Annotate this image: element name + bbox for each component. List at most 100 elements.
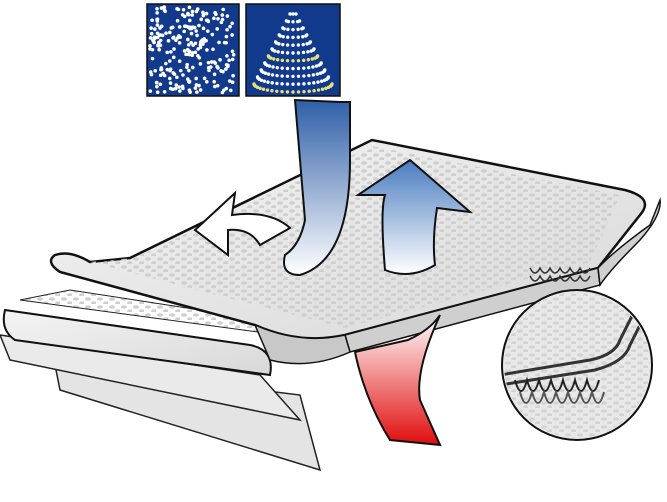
dot — [296, 27, 300, 32]
dot — [149, 31, 154, 36]
dot — [153, 68, 158, 73]
dot — [178, 89, 182, 93]
dot — [174, 83, 179, 87]
dot — [301, 50, 306, 55]
dot — [285, 43, 290, 47]
dot — [160, 33, 165, 38]
dot — [180, 12, 185, 17]
dot — [190, 13, 195, 17]
dot — [275, 73, 279, 78]
dot — [149, 72, 154, 77]
dot — [181, 73, 185, 77]
dot — [285, 58, 290, 63]
dot — [195, 33, 199, 38]
dot — [218, 58, 222, 62]
dot — [300, 27, 304, 31]
dot — [175, 75, 179, 80]
dot — [312, 89, 316, 93]
dot — [285, 51, 290, 55]
dot — [204, 11, 209, 16]
dot — [324, 86, 328, 91]
dot — [320, 87, 325, 91]
dot — [157, 47, 162, 52]
dot — [291, 51, 295, 55]
dot — [209, 60, 214, 64]
dot — [214, 12, 218, 16]
dot — [176, 34, 181, 38]
dot — [262, 79, 267, 83]
top-fabric-sheet — [49, 138, 661, 365]
dot — [175, 18, 180, 23]
dot — [267, 64, 272, 68]
dot — [309, 49, 313, 53]
dot — [295, 19, 300, 24]
dot — [275, 81, 279, 86]
dot — [306, 50, 310, 54]
cone-dots-panel — [245, 3, 341, 97]
dot — [202, 39, 207, 43]
dot — [291, 66, 295, 71]
dot — [165, 67, 170, 72]
dot — [311, 65, 315, 69]
dot — [171, 71, 176, 75]
dot — [220, 13, 225, 17]
dot — [171, 55, 176, 60]
dot — [187, 18, 192, 23]
dot — [190, 65, 195, 70]
dot — [296, 66, 301, 71]
dot — [296, 51, 301, 55]
dot — [194, 29, 198, 33]
dot — [201, 13, 206, 18]
dot — [210, 32, 215, 37]
dot — [212, 60, 217, 64]
dot — [192, 25, 197, 30]
dot — [164, 31, 168, 35]
dot — [271, 65, 275, 69]
dot — [270, 73, 275, 77]
dot — [184, 24, 188, 29]
dot — [155, 7, 159, 11]
dot — [165, 50, 170, 55]
dot — [227, 58, 231, 63]
dot — [162, 89, 167, 94]
dot — [227, 79, 232, 83]
dot — [275, 89, 279, 93]
dot — [270, 81, 274, 85]
dot — [148, 89, 153, 93]
dot — [205, 29, 210, 33]
dot — [166, 39, 171, 43]
dot — [225, 54, 229, 58]
dot — [280, 74, 284, 78]
dot — [220, 90, 225, 95]
dot — [301, 58, 306, 63]
dot — [224, 86, 229, 91]
dot — [286, 35, 290, 39]
dot — [306, 58, 311, 62]
dot — [180, 84, 185, 89]
dot — [169, 26, 174, 30]
dot — [194, 76, 198, 81]
dot — [187, 49, 192, 54]
dot — [266, 72, 271, 76]
dot — [302, 82, 306, 86]
dot — [272, 57, 276, 61]
dot — [280, 50, 285, 55]
dot — [288, 12, 292, 16]
dot — [198, 45, 203, 50]
dot — [155, 90, 160, 94]
dot — [158, 82, 163, 87]
dot — [296, 58, 301, 63]
dot — [197, 23, 201, 28]
dot — [302, 74, 306, 78]
dot — [158, 73, 163, 78]
dot — [265, 88, 270, 92]
dot — [230, 80, 235, 84]
dot — [220, 17, 225, 22]
dot — [174, 38, 178, 43]
dot — [230, 21, 234, 26]
dot — [148, 36, 153, 40]
dot — [151, 38, 155, 43]
dot — [216, 16, 220, 21]
dot — [285, 74, 290, 79]
